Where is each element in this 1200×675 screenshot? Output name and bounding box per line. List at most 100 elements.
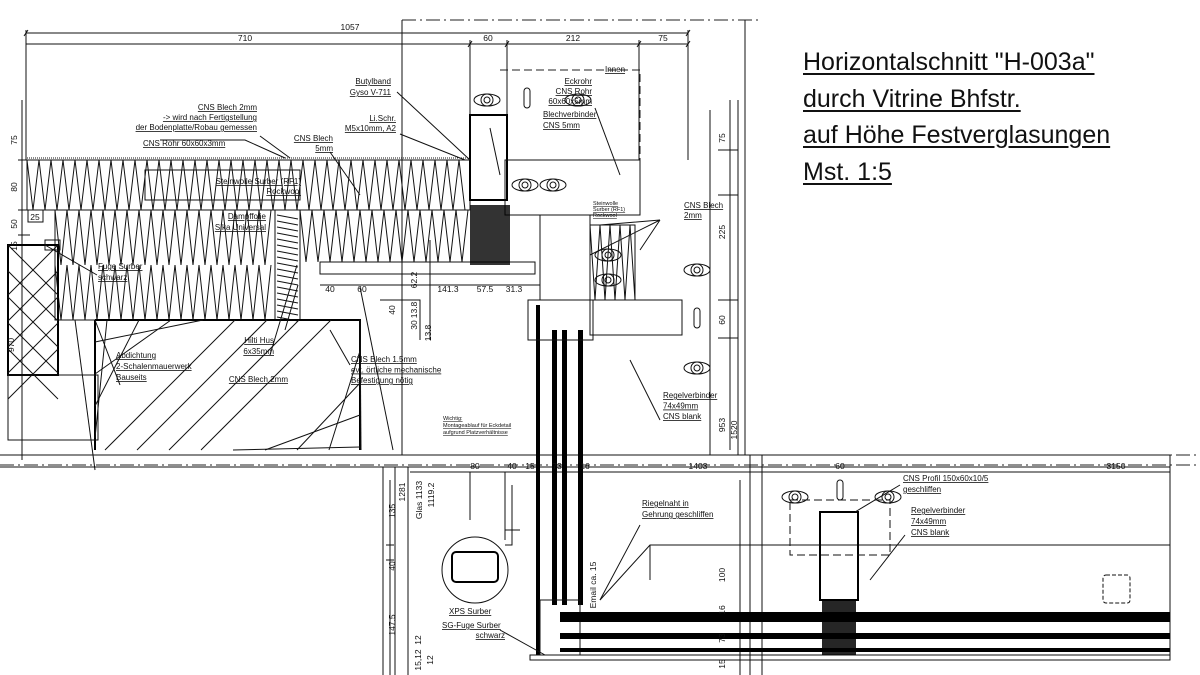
membrane-hatch xyxy=(276,262,299,268)
dim: 50 xyxy=(9,219,19,229)
membrane-hatch xyxy=(276,274,299,280)
dim: 31.3 xyxy=(506,284,523,294)
dimension-lines xyxy=(18,29,1170,675)
bolt-icon xyxy=(546,178,560,192)
label-sg-fuge: SG-Fuge Surber xyxy=(442,621,501,630)
bolt-icon xyxy=(683,263,711,277)
label-abdichtung: Abdichtung xyxy=(116,351,156,360)
label-dampffolie: Sika Universal xyxy=(215,223,266,232)
bolt-icon xyxy=(781,490,809,504)
dimension-texts: 1057 710 60 212 75 75 80 50 15 970 25 40… xyxy=(6,22,1126,671)
label-eckrohr: Eckrohr xyxy=(564,77,592,86)
membrane-hatch xyxy=(276,214,299,220)
label-regelverbinder-1: 74x49mm xyxy=(663,402,698,411)
dim: 15 xyxy=(717,659,727,669)
masonry-hatch xyxy=(264,414,361,451)
insulation-zigzag xyxy=(54,264,272,321)
membrane-hatch xyxy=(276,310,299,316)
label-butylband: Butylband xyxy=(355,77,391,86)
annotation-labels: CNS Blech 2mm -> wird nach Fertigstellung… xyxy=(98,65,989,640)
dim: 75 xyxy=(658,33,668,43)
membrane-hatch xyxy=(276,244,299,250)
membrane-hatch xyxy=(276,226,299,232)
masonry-hatch xyxy=(104,319,236,451)
label-wichtig: Wichtig: xyxy=(443,416,463,422)
insulation-zigzag xyxy=(26,159,466,211)
bolt-icon xyxy=(604,251,612,259)
label-li-schr: M5x10mm, A2 xyxy=(345,124,397,133)
detail-circle xyxy=(441,485,520,604)
label-steinwolle-small: Steinwolle xyxy=(593,201,618,207)
dim: 212 xyxy=(566,33,580,43)
leader-lines xyxy=(44,91,906,656)
label-innen: Innen xyxy=(605,65,625,74)
insulation-zigzag xyxy=(54,209,272,266)
label-steinwolle-small: Rockwool xyxy=(593,213,617,219)
dim: 3150 xyxy=(1107,461,1126,471)
bolt-icon xyxy=(690,361,704,375)
wall-hatch xyxy=(7,296,59,348)
bolt-icon xyxy=(473,93,501,107)
bolt-icon xyxy=(791,493,799,501)
membrane-hatch xyxy=(276,304,299,310)
label-cns-blech-2mm-low: CNS Blech 2mm xyxy=(229,375,288,384)
dim: 12 xyxy=(413,635,423,645)
label-cns-rohr-60x60x3: CNS Rohr 60x60x3mm xyxy=(143,139,226,148)
label-eckrohr: 60x60x5mm xyxy=(548,97,592,106)
membrane-hatch xyxy=(276,250,299,256)
dim: 60 xyxy=(835,461,845,471)
dim: 1119.2 xyxy=(426,482,436,507)
label-blechverbinder: Blechverbinder xyxy=(543,110,597,119)
bolt-icon xyxy=(521,181,529,189)
label-hilti: Hilti Hus xyxy=(244,336,274,345)
label-cns-blech-2mm-right: 2mm xyxy=(684,211,702,220)
insulation-zigzag xyxy=(299,209,469,263)
label-cns-blech-2mm-top: -> wird nach Fertigstellung xyxy=(163,113,257,122)
bolt-icon xyxy=(881,490,895,504)
dim: 80 xyxy=(9,182,19,192)
insulation-rockwool xyxy=(26,157,636,322)
dim: 15,12 xyxy=(413,649,423,671)
dim: 1281 xyxy=(397,482,407,501)
label-regelverbinder-2: Regelverbinder xyxy=(911,506,966,515)
dim: 13.8 xyxy=(409,301,419,318)
dim: 16 xyxy=(580,461,590,471)
label-wichtig: Montageablauf für Eckdetail xyxy=(443,423,511,429)
dim: 75 xyxy=(9,135,19,145)
dim: 73 xyxy=(552,461,562,471)
cns-profile-150x60 xyxy=(789,499,1131,655)
dim-box-25 xyxy=(27,209,44,223)
title-line-1: Horizontalschnitt "H-003a" xyxy=(803,48,1095,76)
dim: 13.8 xyxy=(423,324,433,341)
masonry-hatch xyxy=(74,319,96,471)
dim: 62.2 xyxy=(409,271,419,288)
label-li-schr: Li.Schr. xyxy=(369,114,396,123)
dim: 147.5 xyxy=(387,614,397,636)
masonry-hatch xyxy=(359,318,362,451)
bolt-icon xyxy=(683,361,711,375)
label-regelverbinder-2: 74x49mm xyxy=(911,517,946,526)
label-sg-fuge: schwarz xyxy=(476,631,505,640)
label-abdichtung: 2-Schalenmauerwerk xyxy=(116,362,193,371)
masonry-hatch xyxy=(168,319,300,451)
dim: 40 xyxy=(325,284,335,294)
dim: 1520 xyxy=(729,420,739,439)
dim: 75 xyxy=(717,133,727,143)
bolt-icon xyxy=(518,178,532,192)
bolt-icon xyxy=(483,96,491,104)
membrane-hatch xyxy=(276,232,299,238)
dim: 40 xyxy=(387,305,397,315)
dim: 60 xyxy=(717,315,727,325)
bolt-icon xyxy=(874,490,902,504)
label-steinwolle: Steinwolle Surber (RF1) xyxy=(216,177,302,186)
label-eckrohr: CNS Rohr xyxy=(556,87,593,96)
slot-hole-icon xyxy=(523,87,531,109)
bolt-icon xyxy=(571,93,585,107)
membrane-hatch xyxy=(276,286,299,292)
bolt-icon xyxy=(604,276,612,284)
dim: 141.3 xyxy=(437,284,459,294)
bolt-icon xyxy=(511,178,539,192)
glazing-vertical xyxy=(527,299,594,656)
masonry-hatch xyxy=(296,382,361,451)
